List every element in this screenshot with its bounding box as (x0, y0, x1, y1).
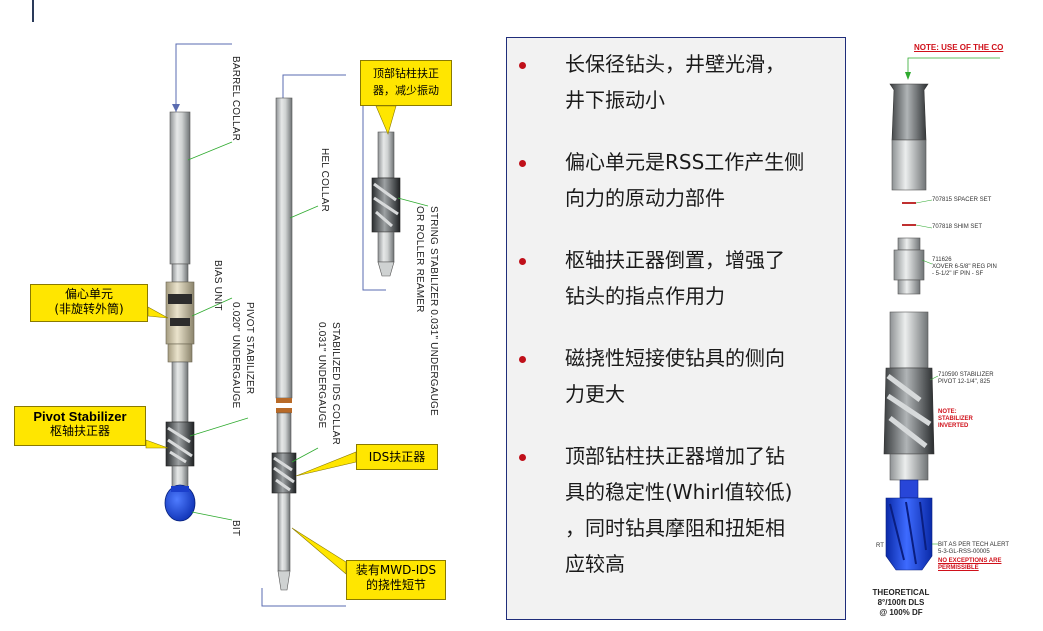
callout-eccentric-unit: 偏心单元 (非旋转外筒) (30, 284, 148, 322)
hel-collar (275, 97, 293, 399)
callout-eccentric-line2: (非旋转外筒) (54, 302, 124, 316)
callout-pivot-en: Pivot Stabilizer (33, 409, 127, 424)
callout-eccentric-line1: 偏心单元 (64, 287, 113, 301)
bullet-line: 偏心单元是RSS工作产生侧 (565, 150, 805, 174)
note-header: NOTE: USE OF THE CO (914, 43, 1004, 52)
label-spacer-set: 707815 SPACER SET (932, 197, 992, 203)
label-stabilized-ids-collar: STABILIZED IDS COLLAR (330, 322, 341, 445)
label-pivot-undergauge: 0.020" UNDERGAUGE (230, 302, 241, 409)
barrel-collar (169, 111, 191, 265)
bullet-dot (519, 356, 526, 363)
label-hel-collar: HEL COLLAR (319, 148, 330, 212)
bullet-item: 磁挠性短接使钻具的侧向 力更大 (519, 346, 837, 428)
label-bit: BIT (230, 520, 241, 537)
label-note-stab-2: STABILIZER (938, 416, 973, 422)
callout-ids-stabilizer: IDS扶正器 (356, 444, 438, 470)
bullet-line: 向力的原动力部件 (565, 186, 725, 210)
label-rt: RT (876, 543, 884, 549)
bullet-line: 顶部钻柱扶正器增加了钻 (565, 444, 785, 468)
label-stab-2: PIVOT 12-1/4", 825 (938, 379, 991, 385)
bias-unit (165, 281, 195, 345)
assembly-diagram (883, 57, 1000, 571)
bullet-dot (519, 454, 526, 461)
drill-bit (164, 484, 196, 522)
label-note-stab-3: INVERTED (938, 423, 969, 429)
bullet-line: 长保径钻头，井壁光滑， (565, 52, 785, 76)
bullet-line: 应较高 (565, 552, 625, 576)
bullet-line: 钻头的指点作用力 (565, 284, 725, 308)
bullet-dot (519, 62, 526, 69)
label-bias-unit: BIAS UNIT (212, 260, 223, 311)
label-bit-3: NO EXCEPTIONS ARE (938, 558, 1002, 564)
bullet-item: 顶部钻柱扶正器增加了钻 具的稳定性(Whirl值较低) ，同时钻具摩阻和扭矩相 … (519, 444, 837, 606)
callout-top-line1: 顶部钻柱扶正 (373, 67, 439, 80)
bullet-line: 力更大 (565, 382, 625, 406)
label-stab-1: 710590 STABILIZER (938, 372, 994, 378)
label-xover-2: XOVER 6-5/8" REG PIN (932, 264, 997, 270)
caption-dls: 8°/100ft DLS (877, 598, 925, 607)
bullet-item: 枢轴扶正器倒置，增强了 钻头的指点作用力 (519, 248, 837, 330)
label-shim-set: 707818 SHIM SET (932, 224, 983, 230)
label-note-stab-1: NOTE: (938, 409, 957, 415)
bullet-text: 长保径钻头，井壁光滑， 井下振动小 (565, 46, 835, 118)
label-string-stabilizer: STRING STABILIZER 0.031" UNDERGAUGE (428, 206, 439, 416)
bullet-line: 枢轴扶正器倒置，增强了 (565, 248, 785, 272)
bullet-dot (519, 258, 526, 265)
bullet-line: ，同时钻具摩阻和扭矩相 (565, 516, 785, 540)
bullet-panel: 长保径钻头，井壁光滑， 井下振动小 偏心单元是RSS工作产生侧 向力的原动力部件… (506, 37, 846, 620)
callout-mwd-line1: 装有MWD-IDS (355, 563, 437, 577)
label-ids-undergauge: 0.031" UNDERGAUGE (316, 322, 327, 429)
theoretical-caption: THEORETICAL 8°/100ft DLS @ 100% DF (866, 588, 936, 618)
callout-pivot-stabilizer: Pivot Stabilizer 枢轴扶正器 (14, 406, 146, 446)
corner-mark (32, 0, 34, 22)
bullet-dot (519, 160, 526, 167)
label-bit-2: 5-3-GL-RSS-00005 (938, 549, 990, 555)
bha-diagram (145, 43, 429, 607)
caption-theoretical: THEORETICAL (872, 588, 930, 597)
bullet-text: 枢轴扶正器倒置，增强了 钻头的指点作用力 (565, 242, 835, 314)
label-xover-3: - 5-1/2" IF PIN - SF (932, 271, 984, 277)
label-xover-1: 711626 (932, 257, 952, 263)
callout-top-stabilizer: 顶部钻柱扶正 器，减少振动 (360, 60, 452, 106)
callout-pivot-cn: 枢轴扶正器 (49, 424, 110, 438)
label-pivot-stabilizer: PIVOT STABILIZER (244, 302, 255, 395)
bullet-line: 磁挠性短接使钻具的侧向 (565, 346, 785, 370)
callout-mwd-line2: 的挠性短节 (365, 578, 426, 592)
bullet-text: 磁挠性短接使钻具的侧向 力更大 (565, 340, 835, 412)
bullet-line: 具的稳定性(Whirl值较低) (565, 480, 793, 504)
label-bit-1: BIT AS PER TECH ALERT (938, 542, 1010, 548)
label-bit-4: PERMISSIBLE (938, 565, 979, 571)
caption-pct: @ 100% DF (879, 608, 923, 617)
callout-top-line2: 器，减少振动 (373, 84, 439, 97)
bullet-line: 井下振动小 (565, 88, 665, 112)
bullet-item: 长保径钻头，井壁光滑， 井下振动小 (519, 52, 837, 134)
bullet-text: 偏心单元是RSS工作产生侧 向力的原动力部件 (565, 144, 835, 216)
bullet-text: 顶部钻柱扶正器增加了钻 具的稳定性(Whirl值较低) ，同时钻具摩阻和扭矩相 … (565, 438, 835, 582)
label-barrel-collar: BARREL COLLAR (230, 56, 241, 142)
callout-mwd-sub: 装有MWD-IDS 的挠性短节 (346, 560, 446, 600)
label-roller-reamer: OR ROLLER REAMER (414, 206, 425, 313)
bullet-item: 偏心单元是RSS工作产生侧 向力的原动力部件 (519, 150, 837, 232)
